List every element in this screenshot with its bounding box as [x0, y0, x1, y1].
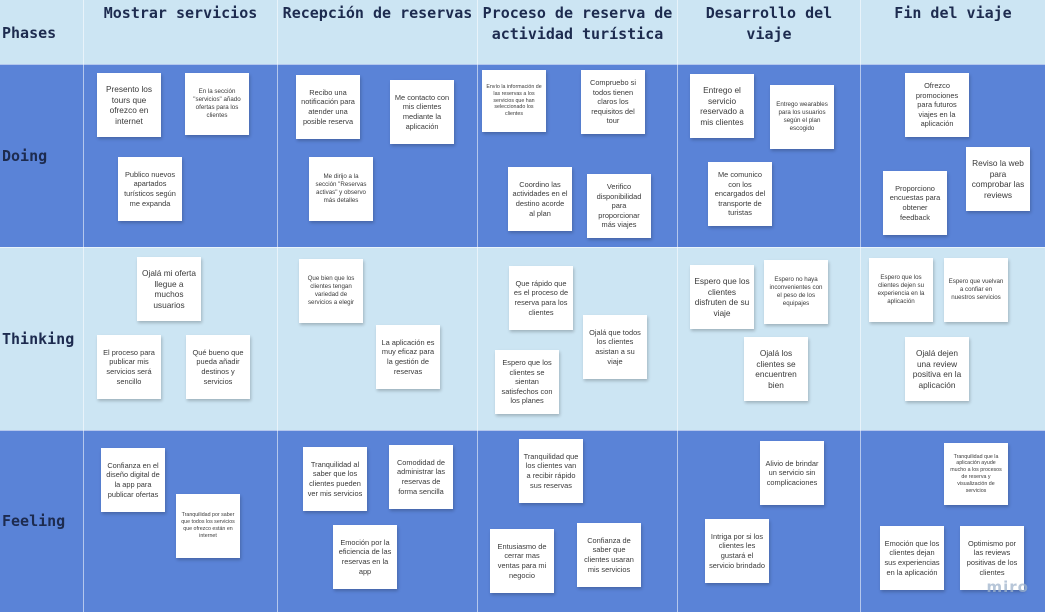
sticky-note[interactable]: Proporciono encuestas para obtener feedb…: [883, 171, 947, 235]
sticky-note[interactable]: Espero no haya inconvenientes con el pes…: [764, 260, 828, 324]
sticky-note[interactable]: Emoción que los clientes dejan sus exper…: [880, 526, 944, 590]
sticky-note[interactable]: Intriga por si los clientes les gustará …: [705, 519, 769, 583]
sticky-note[interactable]: Alivio de brindar un servicio sin compli…: [760, 441, 824, 505]
sticky-note[interactable]: Ojalá los clientes se encuentren bien: [744, 337, 808, 401]
sticky-note[interactable]: Tranquilidad por saber que todos los ser…: [176, 494, 240, 558]
row-divider: [0, 247, 1045, 248]
sticky-note[interactable]: Que bien que los clientes tengan varieda…: [299, 259, 363, 323]
column-divider: [477, 0, 478, 612]
phase-title-proceso-reserva: Proceso de reserva de actividad turístic…: [482, 4, 673, 43]
sticky-note[interactable]: Espero que los clientes disfruten de su …: [690, 265, 754, 329]
sticky-note[interactable]: Verifico disponibilidad para proporciona…: [587, 174, 651, 238]
row-label-doing: Doing: [2, 147, 48, 165]
miro-watermark-logo: miro: [986, 578, 1029, 596]
sticky-note[interactable]: Que rápido que es el proceso de reserva …: [509, 266, 573, 330]
phases-row-label: Phases: [2, 24, 57, 42]
sticky-note[interactable]: Espero que los clientes se sientan satis…: [495, 350, 559, 414]
sticky-note[interactable]: Publico nuevos apartados turísticos segú…: [118, 157, 182, 221]
sticky-note[interactable]: Entrego wearables para los usuarios segú…: [770, 85, 834, 149]
phases-header-band: [0, 0, 1045, 64]
row-divider: [0, 64, 1045, 65]
sticky-note[interactable]: Comodidad de administrar las reservas de…: [389, 445, 453, 509]
sticky-note[interactable]: Ojalá mi oferta llegue a muchos usuarios: [137, 257, 201, 321]
column-divider: [677, 0, 678, 612]
sticky-note[interactable]: Tranquilidad que los clientes van a reci…: [519, 439, 583, 503]
phase-title-recepcion-reservas: Recepción de reservas: [282, 4, 473, 22]
sticky-note[interactable]: Coordino las actividades en el destino a…: [508, 167, 572, 231]
sticky-note[interactable]: Recibo una notificación para atender una…: [296, 75, 360, 139]
sticky-note[interactable]: Me dirijo a la sección "Reservas activas…: [309, 157, 373, 221]
sticky-note[interactable]: Entusiasmo de cerrar mas ventas para mi …: [490, 529, 554, 593]
sticky-note[interactable]: Emoción por la eficiencia de las reserva…: [333, 525, 397, 589]
sticky-note[interactable]: El proceso para publicar mis servicios s…: [97, 335, 161, 399]
sticky-note[interactable]: Ofrezco promociones para futuros viajes …: [905, 73, 969, 137]
sticky-note[interactable]: La aplicación es muy eficaz para la gest…: [376, 325, 440, 389]
phase-title-desarrollo-viaje: Desarrollo del viaje: [705, 4, 833, 43]
sticky-note[interactable]: Tranquilidad que la aplicación ayude muc…: [944, 443, 1008, 505]
sticky-note[interactable]: Ojalá que todos los clientes asistan a s…: [583, 315, 647, 379]
sticky-note[interactable]: Envío la información de las reservas a l…: [482, 70, 546, 132]
sticky-note[interactable]: Me contacto con mis clientes mediante la…: [390, 80, 454, 144]
sticky-note[interactable]: Confianza en el diseño digital de la app…: [101, 448, 165, 512]
sticky-note[interactable]: Entrego el servicio reservado a mis clie…: [690, 74, 754, 138]
column-divider: [860, 0, 861, 612]
sticky-note[interactable]: Tranquilidad al saber que los clientes p…: [303, 447, 367, 511]
row-label-feeling: Feeling: [2, 512, 66, 530]
sticky-note[interactable]: Me comunico con los encargados del trans…: [708, 162, 772, 226]
sticky-note[interactable]: En la sección "servicios" añado ofertas …: [185, 73, 249, 135]
sticky-note[interactable]: Presento los tours que ofrezco en intern…: [97, 73, 161, 137]
column-divider: [83, 0, 84, 612]
sticky-note[interactable]: Optimismo por las reviews positivas de l…: [960, 526, 1024, 590]
sticky-note[interactable]: Confianza de saber que clientes usaran m…: [577, 523, 641, 587]
row-divider: [0, 430, 1045, 431]
sticky-note[interactable]: Qué bueno que pueda añadir destinos y se…: [186, 335, 250, 399]
sticky-note[interactable]: Espero que vuelvan a confiar en nuestros…: [944, 258, 1008, 322]
sticky-note[interactable]: Reviso la web para comprobar las reviews: [966, 147, 1030, 211]
sticky-note[interactable]: Espero que los clientes dejen su experie…: [869, 258, 933, 322]
row-label-thinking: Thinking: [2, 330, 75, 348]
sticky-note[interactable]: Compruebo si todos tienen claros los req…: [581, 70, 645, 134]
sticky-note[interactable]: Ojalá dejen una review positiva en la ap…: [905, 337, 969, 401]
phase-title-mostrar-servicios: Mostrar servicios: [103, 4, 258, 22]
column-divider: [277, 0, 278, 612]
phase-title-fin-viaje: Fin del viaje: [894, 4, 1012, 22]
